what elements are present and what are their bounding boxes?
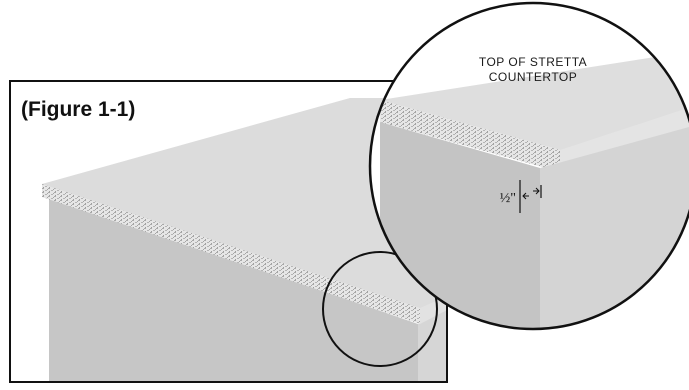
magnified-front-edge <box>380 100 560 172</box>
thickness-label: ½" <box>500 191 516 206</box>
countertop-top-surface <box>42 98 447 324</box>
magnifier-circle <box>368 1 689 331</box>
cabinet-side-face <box>418 310 447 382</box>
callout-line-1: TOP OF STRETTA <box>479 55 587 69</box>
magnified-view <box>370 3 689 329</box>
callout-line-2: COUNTERTOP <box>489 70 578 84</box>
countertop-side-edge <box>420 296 447 324</box>
countertop-main-view <box>42 98 447 382</box>
countertop-front-edge <box>42 184 420 324</box>
thickness-dimension <box>519 180 542 213</box>
detail-circle <box>322 251 438 367</box>
cabinet-front-face <box>49 196 418 382</box>
figure-label: (Figure 1-1) <box>21 98 135 121</box>
